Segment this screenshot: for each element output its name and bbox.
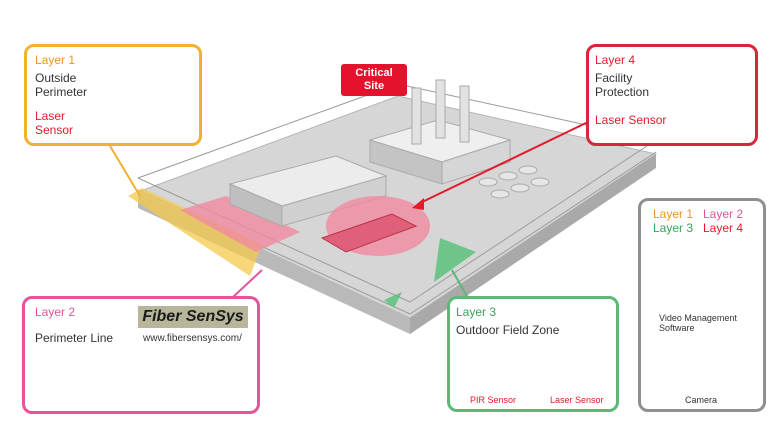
layer4-line2: Protection: [595, 85, 650, 99]
layer3-pir-label: PIR Sensor: [470, 395, 517, 405]
vms-layer3: Layer 3: [653, 221, 694, 235]
layer4-callout: Layer 4 Facility Protection Laser Sensor: [586, 44, 758, 146]
critical-building: [320, 213, 418, 253]
critical-site-badge: Critical Site: [341, 64, 407, 96]
layer1-laser-zone: [128, 188, 262, 276]
vms-callout: Layer 1 Layer 2 Layer 3 Layer 4 Video Ma…: [638, 198, 766, 412]
vms-software-line1: Video Management: [659, 313, 737, 323]
vms-software-line2: Software: [659, 323, 695, 333]
layer3-laser-label: Laser Sensor: [550, 395, 604, 405]
layer4-arrow: [417, 121, 589, 205]
layer2-title: Layer 2: [35, 305, 76, 319]
layer1-line1: Outside: [35, 71, 77, 85]
layer2-leader: [231, 269, 263, 299]
critical-site-line2: Site: [363, 80, 385, 92]
layer1-line2: Perimeter: [35, 85, 88, 99]
layer4-arrowhead: [412, 198, 424, 210]
layer1-title: Layer 1: [35, 53, 76, 67]
site-ground-edge-right: [410, 154, 656, 334]
layer3-field-zone: [434, 238, 476, 282]
layer1-sensor-line2: Sensor: [35, 123, 74, 137]
layer3-field-zone-small: [384, 292, 402, 308]
layer4-line1: Facility: [595, 71, 633, 85]
vms-layer1: Layer 1: [653, 207, 694, 221]
vms-layer4: Layer 4: [703, 221, 744, 235]
fiber-sensys-logo: Fiber SenSys: [138, 306, 248, 328]
buildings: [228, 79, 550, 227]
layer2-subtitle: Perimeter Line: [35, 331, 114, 345]
layer4-title: Layer 4: [595, 53, 636, 67]
layer1-sensor-line1: Laser: [35, 109, 66, 123]
vms-camera-label: Camera: [685, 395, 718, 405]
layer4-sensor: Laser Sensor: [595, 113, 667, 127]
layer2-url: www.fibersensys.com/: [143, 333, 242, 344]
layer1-callout: Layer 1 Outside Perimeter Laser Sensor: [24, 44, 202, 146]
layer2-perimeter-zone: [180, 196, 300, 252]
layer3-subtitle: Outdoor Field Zone: [456, 323, 560, 337]
layer3-leader: [451, 269, 469, 299]
layer1-leader: [109, 145, 141, 197]
layer3-callout: Layer 3 Outdoor Field Zone PIR Sensor La…: [447, 296, 619, 412]
layer3-title: Layer 3: [456, 305, 497, 319]
critical-site-line1: Critical: [355, 67, 393, 79]
vms-layer2: Layer 2: [703, 207, 744, 221]
